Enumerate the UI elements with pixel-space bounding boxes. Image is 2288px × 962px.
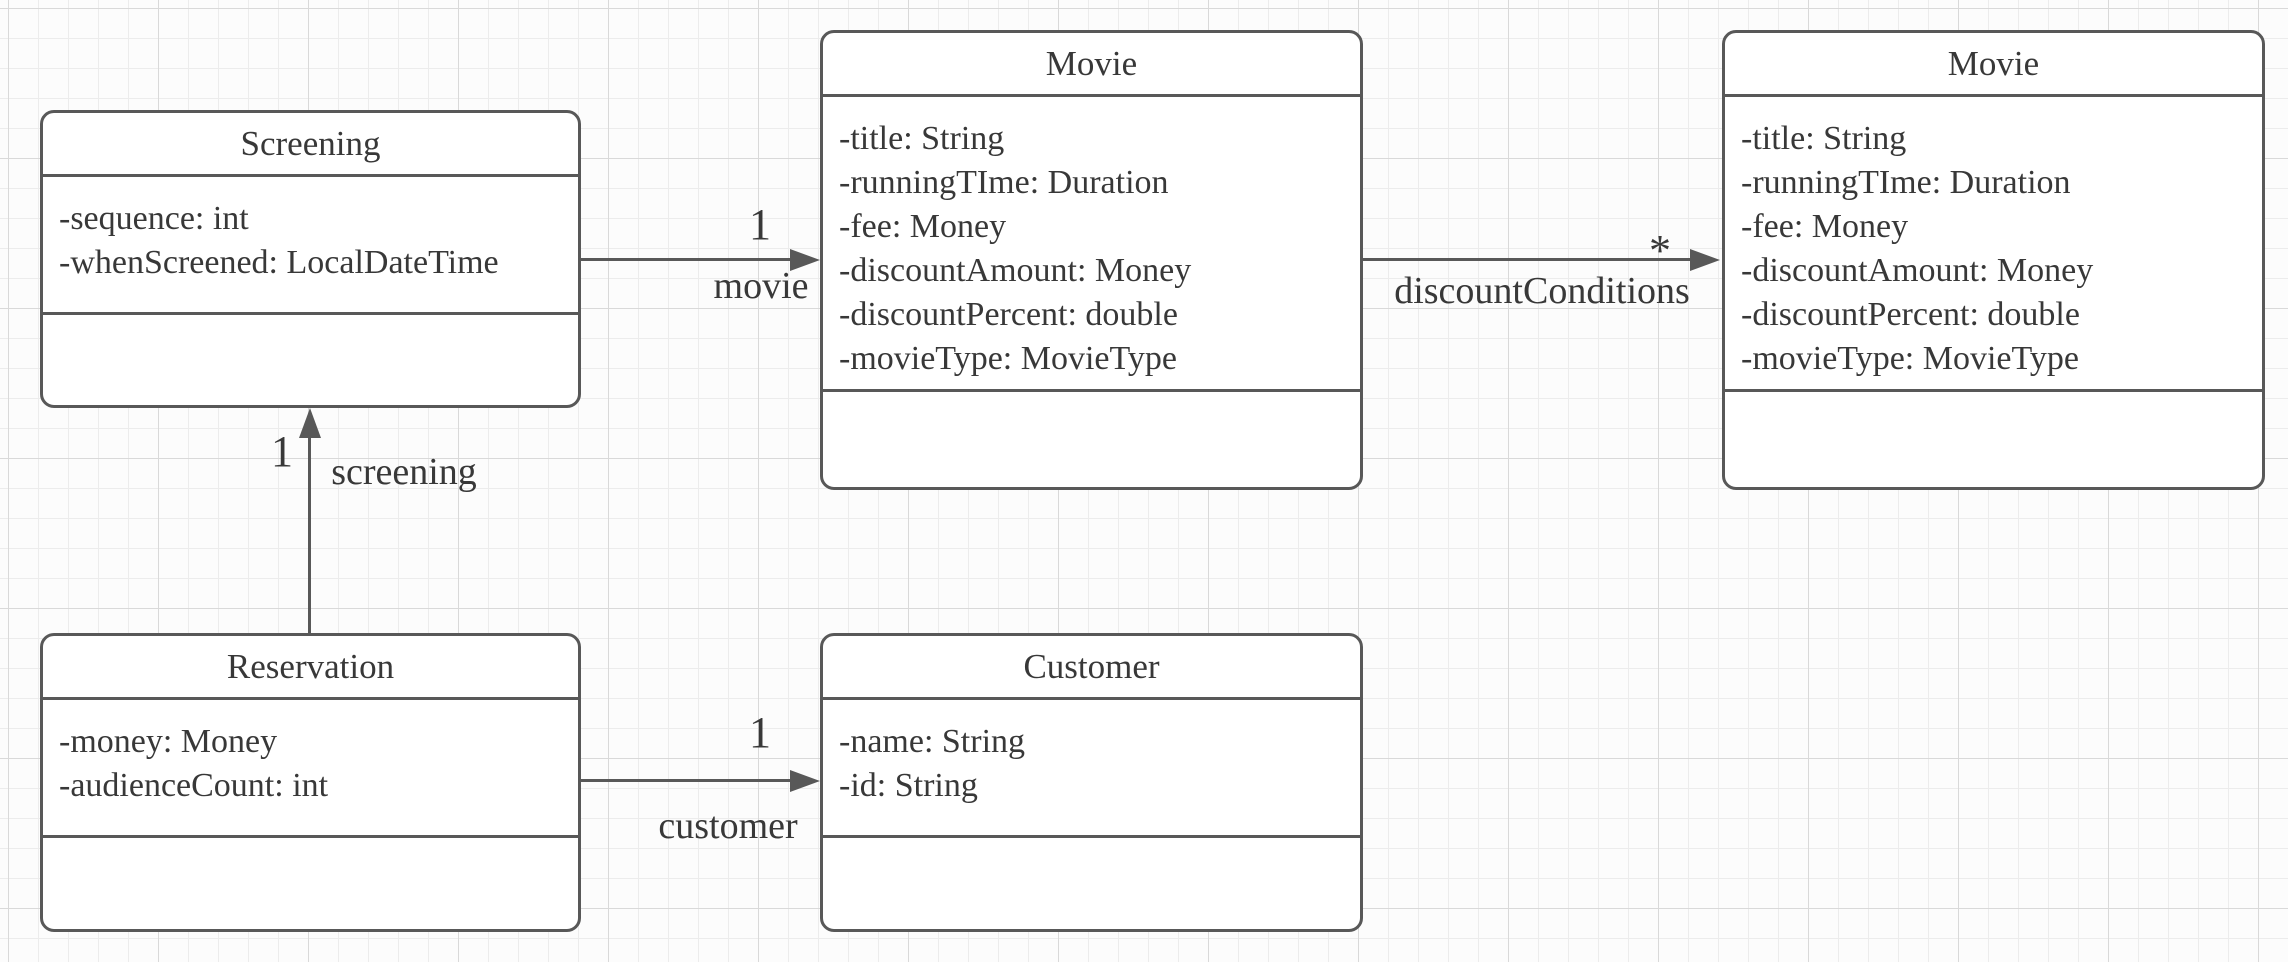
class-title: Reservation (43, 636, 578, 700)
class-title: Movie (1725, 33, 2262, 97)
edge-line-discountconditions[interactable] (1363, 258, 1692, 261)
class-box-movie[interactable]: Movie -title: String -runningTIme: Durati… (820, 30, 1363, 490)
edge-line-customer[interactable] (581, 779, 792, 782)
arrowhead-right-icon (1690, 249, 1720, 271)
arrowhead-right-icon (790, 770, 820, 792)
attribute-line: -title: String (1741, 120, 1907, 157)
edge-line-screening[interactable] (308, 438, 311, 633)
attribute-line: -movieType: MovieType (1741, 340, 2079, 377)
attribute-line: -id: String (839, 767, 978, 804)
class-attributes: -money: Money -audienceCount: int (43, 700, 578, 835)
class-methods-empty (823, 389, 1360, 487)
attribute-line: -discountPercent: double (839, 296, 1178, 333)
attribute-line: -movieType: MovieType (839, 340, 1177, 377)
attribute-line: -title: String (839, 120, 1005, 157)
class-attributes: -title: String -runningTIme: Duration -fee… (1725, 97, 2262, 389)
arrowhead-up-icon (299, 408, 321, 438)
multiplicity-discountconditions[interactable]: * (1649, 226, 1671, 275)
edge-label-movie[interactable]: movie (713, 265, 809, 307)
class-box-customer[interactable]: Customer -name: String -id: String (820, 633, 1363, 932)
class-methods-empty (1725, 389, 2262, 487)
class-box-reservation[interactable]: Reservation -money: Money -audienceCount:… (40, 633, 581, 932)
edge-label-discountconditions[interactable]: discountConditions (1394, 270, 1690, 312)
class-box-screening[interactable]: Screening -sequence: int -whenScreened: L… (40, 110, 581, 408)
attribute-line: -fee: Money (839, 208, 1007, 245)
class-methods-empty (823, 835, 1360, 929)
class-title: Screening (43, 113, 578, 177)
attribute-line: -discountPercent: double (1741, 296, 2080, 333)
attribute-line: -runningTIme: Duration (1741, 164, 2071, 201)
multiplicity-customer[interactable]: 1 (749, 708, 771, 757)
class-attributes: -sequence: int -whenScreened: LocalDateTi… (43, 177, 578, 312)
class-box-movie-2[interactable]: Movie -title: String -runningTIme: Durati… (1722, 30, 2265, 490)
class-attributes: -name: String -id: String (823, 700, 1360, 835)
attribute-line: -sequence: int (59, 200, 249, 237)
edge-line-movie[interactable] (581, 258, 792, 261)
attribute-line: -name: String (839, 723, 1026, 760)
arrowhead-right-icon (790, 249, 820, 271)
multiplicity-screening[interactable]: 1 (271, 427, 293, 476)
edge-label-customer[interactable]: customer (658, 805, 798, 847)
multiplicity-movie[interactable]: 1 (749, 200, 771, 249)
class-title: Customer (823, 636, 1360, 700)
attribute-line: -discountAmount: Money (839, 252, 1192, 289)
edge-label-screening[interactable]: screening (331, 451, 477, 493)
attribute-line: -fee: Money (1741, 208, 1909, 245)
attribute-line: -runningTIme: Duration (839, 164, 1169, 201)
attribute-line: -audienceCount: int (59, 767, 329, 804)
attribute-line: -discountAmount: Money (1741, 252, 2094, 289)
attribute-line: -money: Money (59, 723, 278, 760)
attribute-line: -whenScreened: LocalDateTime (59, 244, 499, 281)
class-methods-empty (43, 312, 578, 405)
class-attributes: -title: String -runningTIme: Duration -fee… (823, 97, 1360, 389)
class-title: Movie (823, 33, 1360, 97)
class-methods-empty (43, 835, 578, 929)
